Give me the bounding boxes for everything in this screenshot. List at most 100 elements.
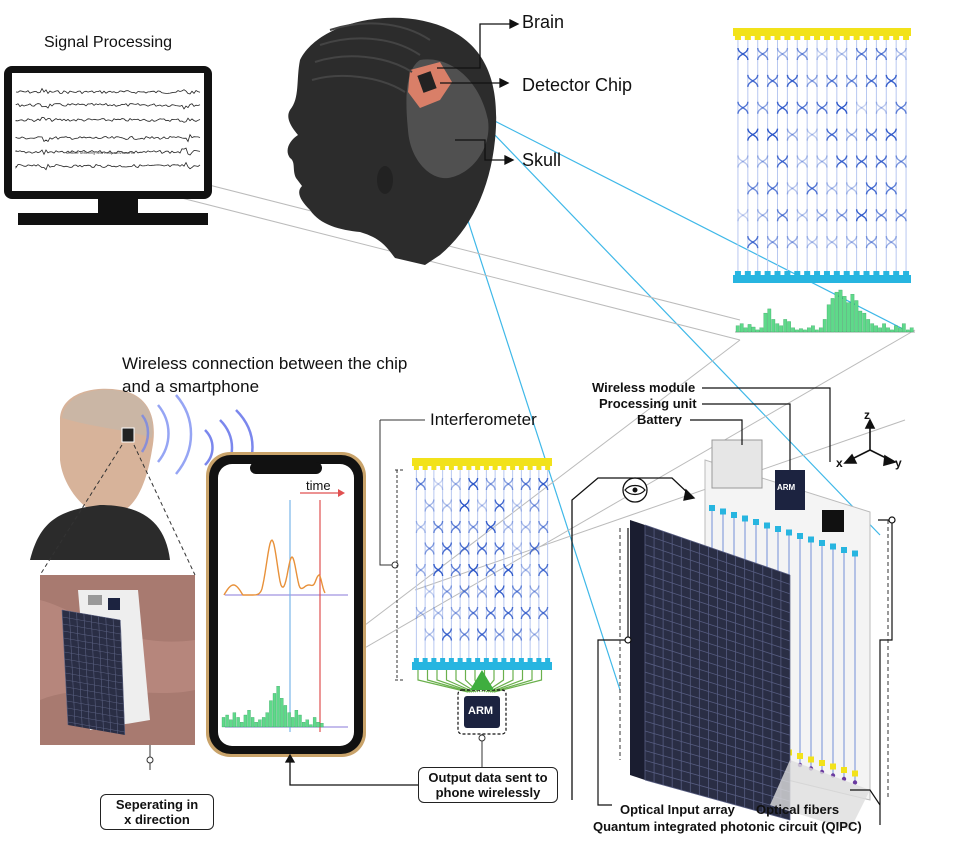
coupler [529, 542, 540, 555]
coupler [441, 542, 453, 555]
coupler [433, 477, 444, 491]
input-port [784, 34, 791, 40]
histogram-bar [874, 325, 878, 333]
phone-arrow [284, 753, 420, 786]
chip-port [764, 522, 770, 529]
histogram-bar [243, 714, 248, 728]
coupler [494, 585, 505, 598]
coupler [459, 499, 470, 512]
coupler [885, 182, 897, 195]
input-port [883, 34, 890, 40]
histogram-bar [269, 700, 273, 728]
histogram-bar [265, 712, 269, 728]
coupler [476, 585, 488, 598]
coupler [865, 128, 878, 141]
histogram-bar [755, 329, 760, 333]
output-port [754, 271, 761, 277]
histogram-bar [280, 698, 284, 728]
coupler [737, 47, 749, 61]
input-port [833, 34, 840, 40]
coupler [766, 235, 779, 249]
input-port [744, 34, 751, 40]
coupler [836, 47, 848, 61]
coupler [485, 563, 496, 577]
coupler [737, 155, 749, 168]
histogram-bar [862, 312, 867, 333]
array-grid-line [644, 573, 791, 623]
coupler [503, 477, 514, 491]
grid-line [63, 630, 121, 642]
histogram-bar [759, 327, 764, 333]
coupler [816, 209, 828, 222]
output-port [833, 271, 840, 277]
coupler [875, 101, 887, 114]
coupler [846, 128, 858, 141]
coupler [757, 209, 769, 222]
coupler [494, 499, 505, 512]
input-port [734, 34, 741, 40]
coupler [895, 47, 907, 61]
histogram-bar [287, 712, 291, 728]
coupler [757, 155, 769, 168]
input-port [431, 464, 437, 470]
coupler [485, 606, 496, 620]
coupler [796, 155, 808, 168]
chip-port [709, 505, 715, 511]
axes-icon [843, 418, 898, 467]
input-port [422, 464, 428, 470]
grid-line [120, 619, 126, 736]
histogram-bar [842, 296, 847, 333]
array-grid-line [644, 750, 791, 793]
processing-unit-label: Processing unit [599, 396, 697, 411]
coupler [511, 628, 523, 641]
coupler [476, 499, 488, 512]
coupler [476, 628, 488, 641]
coupler [816, 47, 828, 61]
input-port [545, 464, 551, 470]
coupler [776, 47, 789, 61]
histogram-bar [250, 717, 255, 728]
coupler [415, 520, 426, 534]
chip-port [841, 767, 847, 773]
coupler [468, 606, 479, 620]
coupler [415, 606, 426, 620]
output-port [843, 271, 850, 277]
array-grid-line [644, 720, 791, 764]
input-port [754, 34, 761, 40]
coupler [441, 628, 453, 641]
histogram-bar [236, 717, 240, 728]
middle-interferometer [412, 458, 552, 735]
histogram-bar [232, 712, 237, 728]
output-port [545, 658, 551, 664]
head-illustration [287, 17, 497, 266]
output-port [774, 271, 781, 277]
coupler [433, 477, 444, 491]
coupler [806, 128, 818, 141]
coupler [511, 499, 523, 512]
coupler [459, 585, 470, 598]
separating-line2: direction [131, 812, 190, 827]
histogram-bar [291, 717, 295, 728]
coupler [415, 563, 426, 577]
coupler [433, 520, 444, 534]
output-port [853, 271, 860, 277]
grid-line [67, 714, 125, 726]
coupler [503, 606, 514, 620]
output-port [492, 658, 498, 664]
array-grid-line [644, 701, 791, 745]
coupler [786, 235, 798, 249]
histogram-bar [316, 722, 320, 728]
histogram-bar [751, 326, 756, 333]
chip-port [797, 753, 803, 759]
coupler [441, 585, 453, 598]
wire [436, 670, 473, 693]
grid-line [62, 616, 121, 628]
histogram-bar [854, 300, 859, 333]
coupler [846, 128, 858, 141]
coupler [895, 209, 907, 222]
input-port [814, 34, 821, 40]
coupler [806, 235, 818, 249]
chip-port [808, 756, 814, 763]
coupler [503, 520, 514, 534]
coupler [875, 155, 887, 168]
